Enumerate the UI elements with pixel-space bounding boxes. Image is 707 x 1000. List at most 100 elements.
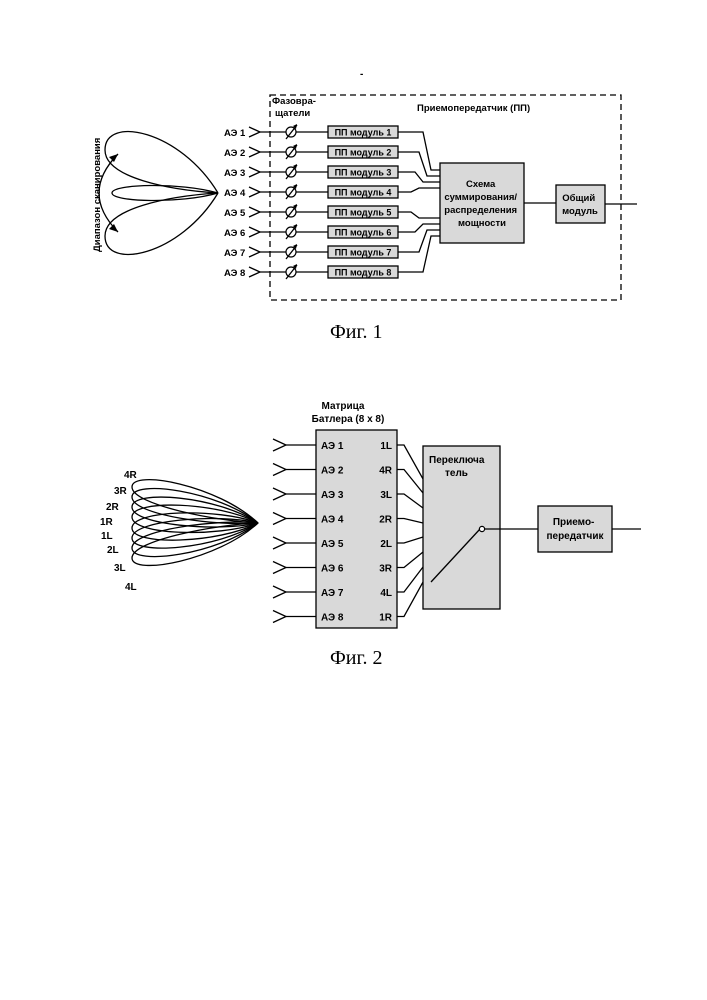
module-to-combiner-line: [398, 132, 440, 170]
dash-mark: -: [360, 69, 363, 80]
switch-line-2: тель: [445, 468, 468, 479]
antenna-element-label: АЭ 7: [224, 248, 245, 259]
matrix-input-label: АЭ 3: [321, 490, 344, 501]
matrix-title-1: Матрица: [322, 401, 365, 412]
figure-1-caption: Фиг. 1: [330, 321, 382, 343]
tr-module-label: ПП модуль 2: [335, 148, 392, 158]
phase-shifters-label-2: щатели: [275, 108, 310, 119]
element-row-6: АЭ 6 ПП модуль 6: [224, 224, 440, 239]
tr-module-label: ПП модуль 4: [335, 188, 392, 198]
element-row-5: АЭ 5 ПП модуль 5: [224, 204, 440, 219]
tr-module-label: ПП модуль 7: [335, 248, 392, 258]
combiner-line-2: суммирования/: [444, 192, 517, 203]
common-module-block: [556, 185, 605, 223]
matrix-title-2: Батлера (8 x 8): [312, 414, 385, 425]
antenna-element-label: АЭ 2: [224, 148, 245, 159]
antenna-icon: [273, 611, 286, 623]
beam-label: 3L: [114, 563, 126, 574]
element-row-3: АЭ 3 ПП модуль 3: [224, 164, 440, 182]
beam-label: 1L: [101, 531, 113, 542]
module-to-combiner-line: [398, 212, 440, 218]
matrix-port-label: 2R: [379, 515, 393, 526]
antenna-icon: [249, 227, 260, 237]
combiner-line-1: Схема: [466, 179, 496, 190]
figure-2: Матрица Батлера (8 x 8) 4R 3R 2R 1R 1L 2L 3L 4L…: [100, 401, 641, 669]
transceiver-block: [538, 506, 612, 552]
beam-label: 4L: [125, 582, 137, 593]
antenna-icon: [249, 127, 260, 137]
matrix-port-label: 1R: [379, 613, 393, 624]
module-to-combiner-line: [398, 188, 440, 192]
matrix-input-label: АЭ 1: [321, 441, 344, 452]
beam-upper: [105, 132, 218, 193]
beam-lower: [105, 193, 218, 254]
antenna-icon: [273, 439, 286, 451]
tr-module-label: ПП модуль 3: [335, 168, 392, 178]
beam-center: [112, 185, 218, 200]
antenna-element-label: АЭ 1: [224, 128, 246, 139]
antenna-element-label: АЭ 8: [224, 268, 245, 279]
transceiver-line-2: передатчик: [546, 531, 604, 542]
module-to-combiner-line: [398, 236, 440, 272]
scan-range-label: Диапазон сканирования: [92, 138, 103, 252]
tr-module-label: ПП модуль 8: [335, 268, 392, 278]
beam-label: 3R: [114, 486, 128, 497]
antenna-icon: [249, 247, 260, 257]
module-to-combiner-line: [398, 172, 440, 182]
antenna-element-label: АЭ 6: [224, 228, 245, 239]
figure-1: - Диапазон сканирования Приемопередатчик…: [92, 69, 637, 343]
antenna-icon: [249, 167, 260, 177]
common-module-line-2: модуль: [562, 206, 598, 217]
matrix-input-label: АЭ 2: [321, 466, 344, 477]
antenna-element-label: АЭ 3: [224, 168, 245, 179]
matrix-port-label: 2L: [380, 539, 392, 550]
scan-beams: [99, 132, 218, 255]
combiner-block: [440, 163, 524, 243]
beam-label: 2R: [106, 502, 120, 513]
scan-arrow-bottom: [109, 224, 118, 232]
antenna-icon: [273, 488, 286, 500]
antenna-element-label: АЭ 4: [224, 188, 246, 199]
antenna-icon: [249, 267, 260, 277]
antenna-icon: [249, 187, 260, 197]
antenna-icon: [249, 147, 260, 157]
matrix-port-label: 3L: [380, 490, 392, 501]
tr-module-label: ПП модуль 1: [335, 128, 392, 138]
tr-module-label: ПП модуль 5: [335, 208, 392, 218]
beam-label: 2L: [107, 545, 119, 556]
matrix-input-label: АЭ 5: [321, 539, 344, 550]
common-module-line-1: Общий: [562, 193, 595, 204]
element-rows: АЭ 1 ПП модуль 1 АЭ 2 ПП модуль 2 АЭ 3 ПП мод…: [224, 124, 440, 279]
combiner-line-3: распределения: [444, 205, 517, 216]
matrix-port-label: 1L: [380, 441, 392, 452]
module-to-combiner-line: [398, 224, 440, 232]
antenna-element-label: АЭ 5: [224, 208, 246, 219]
tr-module-label: ПП модуль 6: [335, 228, 392, 238]
antenna-icon: [273, 513, 286, 525]
matrix-port-label: 4L: [380, 588, 392, 599]
module-to-combiner-line: [398, 230, 440, 252]
matrix-port-label: 4R: [379, 466, 393, 477]
transceiver-line-1: Приемо-: [553, 517, 595, 528]
matrix-input-label: АЭ 8: [321, 613, 344, 624]
antenna-icon: [273, 586, 286, 598]
transceiver-label: Приемопередатчик (ПП): [417, 103, 530, 114]
matrix-input-label: АЭ 6: [321, 564, 344, 575]
antenna-icon: [273, 464, 286, 476]
switch-line-1: Переключа: [429, 455, 485, 466]
antenna-icon: [273, 537, 286, 549]
scan-arrow-top: [109, 154, 118, 162]
matrix-input-label: АЭ 7: [321, 588, 344, 599]
antenna-icon: [249, 207, 260, 217]
beam-label: 4R: [124, 470, 138, 481]
antenna-icon: [273, 562, 286, 574]
combiner-line-4: мощности: [458, 218, 506, 229]
phase-shifters-label-1: Фазовра-: [272, 96, 316, 107]
switch-common-contact: [479, 526, 484, 531]
beam-label: 1R: [100, 517, 114, 528]
element-row-4: АЭ 4 ПП модуль 4: [224, 184, 440, 199]
matrix-input-label: АЭ 4: [321, 515, 344, 526]
matrix-port-label: 3R: [379, 564, 393, 575]
figure-2-caption: Фиг. 2: [330, 647, 382, 669]
